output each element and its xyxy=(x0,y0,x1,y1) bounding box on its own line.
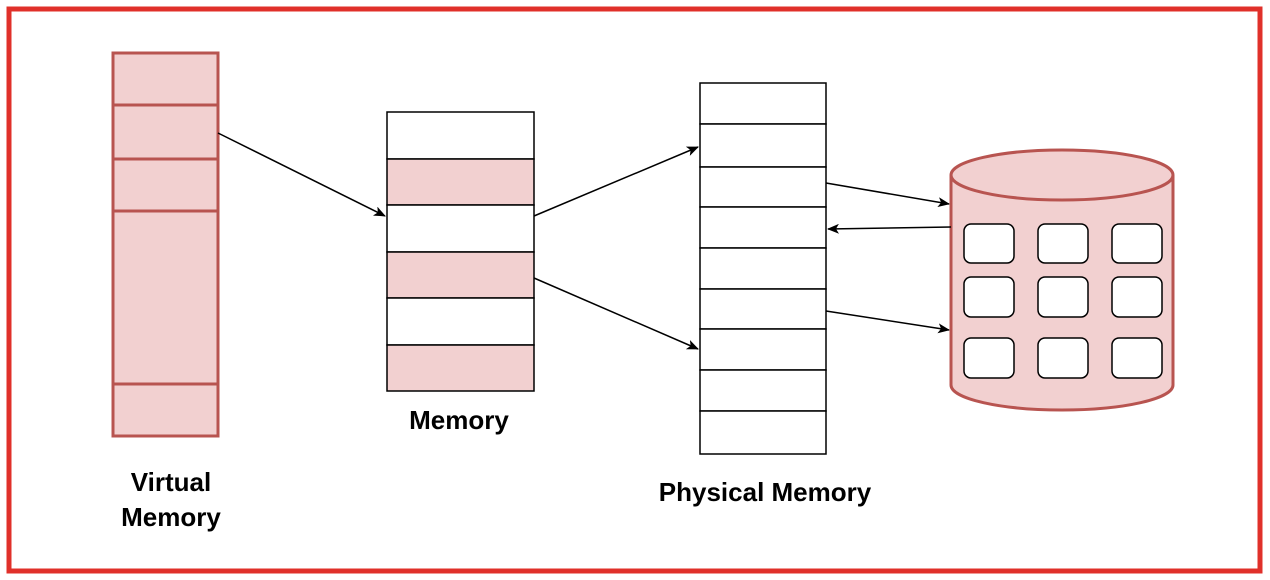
physical-memory-label: Physical Memory xyxy=(659,477,872,507)
disk-page xyxy=(1037,276,1089,318)
memory-block xyxy=(386,204,535,253)
physical-memory-block xyxy=(699,123,827,168)
physical-memory-block xyxy=(699,206,827,249)
physical-memory-block xyxy=(699,410,827,455)
virtual-memory-label-line2: Memory xyxy=(121,502,221,532)
memory-label: Memory xyxy=(409,405,509,435)
virtual-memory-block xyxy=(111,382,220,438)
physical-memory-block xyxy=(699,288,827,330)
memory-block xyxy=(386,111,535,160)
virtual-memory-block xyxy=(111,51,220,107)
arrow-virtual-to-memory xyxy=(217,132,386,217)
virtual-memory-block xyxy=(111,157,220,213)
disk-page xyxy=(963,337,1015,379)
disk-page xyxy=(1037,337,1089,379)
disk-page-grid xyxy=(963,223,1163,379)
disk-page xyxy=(1037,223,1089,264)
disk-page xyxy=(963,276,1015,318)
arrow-physical-to-disk-upper xyxy=(825,182,950,208)
physical-memory-block xyxy=(699,166,827,208)
disk-page xyxy=(1111,223,1163,264)
memory-block xyxy=(386,251,535,299)
memory-block xyxy=(386,158,535,206)
virtual-memory-block xyxy=(111,209,220,386)
disk-page xyxy=(963,223,1015,264)
virtual-memory-block xyxy=(111,103,220,161)
memory-column xyxy=(386,111,535,392)
physical-memory-block xyxy=(699,328,827,371)
physical-memory-column xyxy=(699,82,827,455)
arrow-physical-to-disk-lower xyxy=(825,310,950,334)
physical-memory-block xyxy=(699,82,827,125)
memory-block xyxy=(386,344,535,392)
disk-page xyxy=(1111,337,1163,379)
physical-memory-block xyxy=(699,247,827,290)
arrow-disk-to-physical xyxy=(827,223,952,234)
virtual-memory-column xyxy=(111,51,220,438)
database-cylinder-icon xyxy=(949,148,1175,412)
virtual-memory-label-line1: Virtual xyxy=(131,467,211,497)
arrow-memory-to-physical-lower xyxy=(533,277,699,350)
arrow-memory-to-physical-upper xyxy=(533,146,699,217)
memory-block xyxy=(386,297,535,346)
disk-page xyxy=(1111,276,1163,318)
physical-memory-block xyxy=(699,369,827,412)
